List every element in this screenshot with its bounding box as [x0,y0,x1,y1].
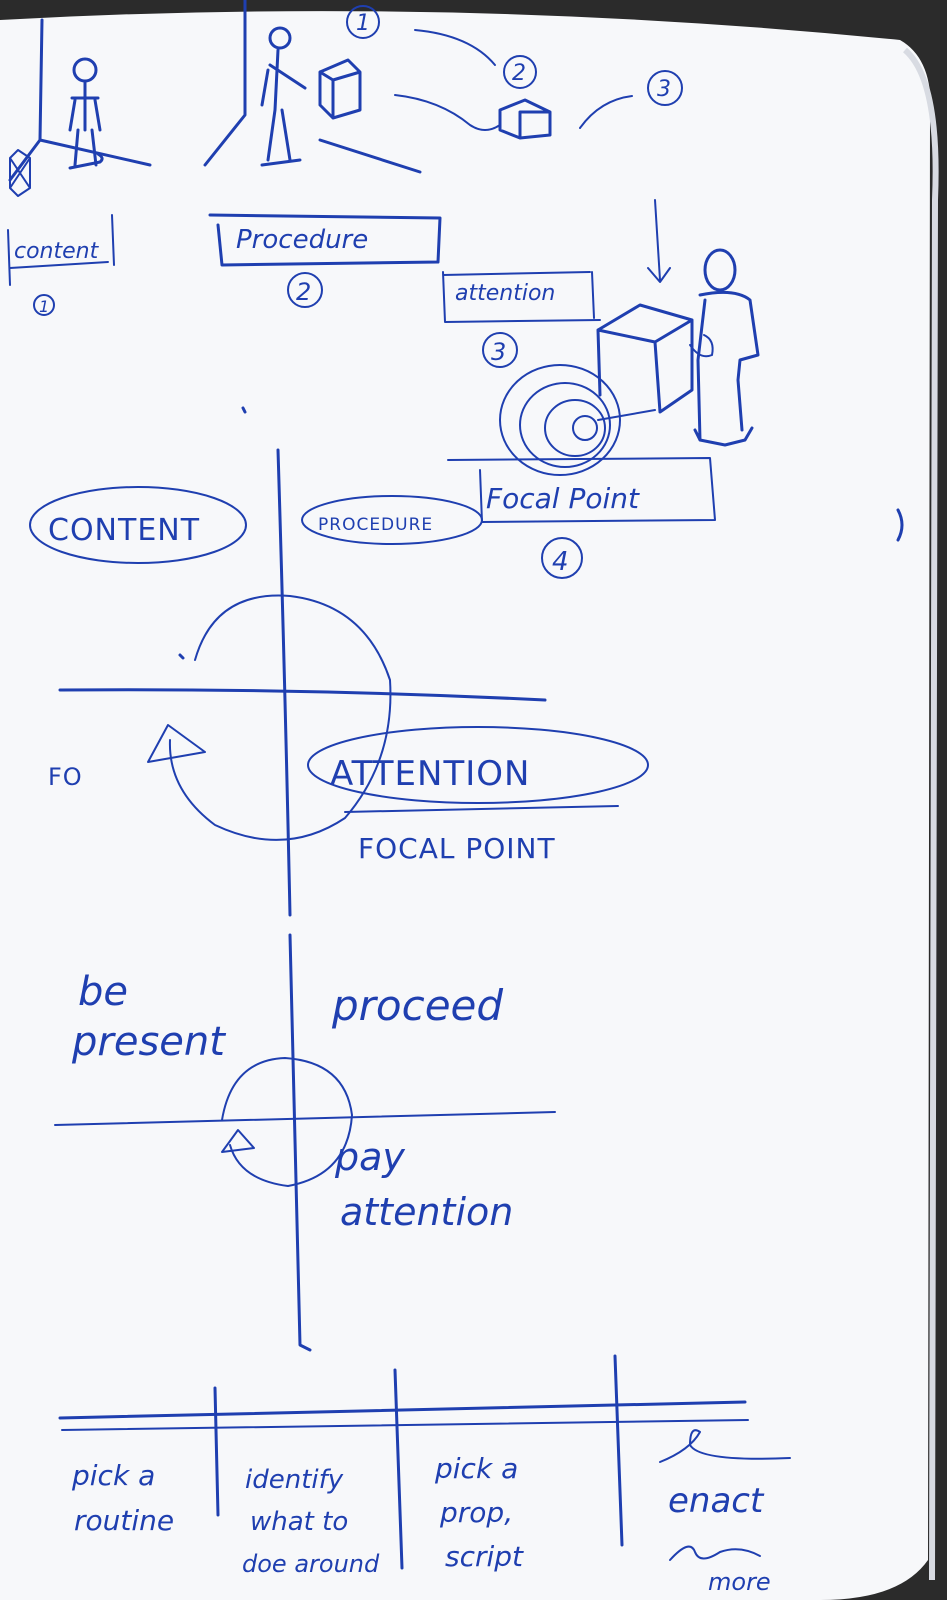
step-number-circle-1: 1 [346,5,380,39]
horizontal-axis-2 [54,1111,556,1126]
table-col-2-line-2: what to [250,1507,348,1537]
table-column-divider-3 [613,1354,624,1547]
step-number-circle-3: 3 [647,70,683,106]
bottom-table: pick a routine identify what to doe arou… [58,1354,791,1596]
ink-dot-2 [178,653,185,660]
quadrant-focal-point-label: FOCAL POINT [358,832,556,865]
margin-bracket [896,508,904,542]
horizontal-axis-1 [58,688,547,702]
cycle-circle-2 [221,1057,353,1187]
table-col-3-line-1: pick a [434,1452,518,1485]
label-attention: attention 3 [442,271,601,368]
attention-oval [307,726,649,804]
quadrant-diagram-1: CONTENT PROCEDURE FO ATTENTION FOCAL POI… [29,448,649,917]
label-attention-text: attention [455,281,555,306]
label-attention-number: 3 [491,338,506,366]
label-procedure-number: 2 [296,278,311,306]
table-col-2-line-3: doe around [242,1550,380,1578]
table-col-4-scribble-2 [669,1545,761,1561]
cycle-circle-1 [168,594,392,841]
table-top-rule-2 [61,1419,749,1431]
paper-edge-shadow [902,47,939,1581]
table-col-2-line-1: identify [245,1465,344,1495]
table-col-4-line-3: more [708,1568,771,1596]
quadrant-procedure-label: PROCEDURE [318,515,433,535]
procedure-oval [301,495,483,545]
label-focal-point-number: 4 [552,547,569,577]
label-focal-point-text: Focal Point [486,482,640,515]
cycle-arrowhead-2 [221,1129,255,1153]
table-col-4-scribble-1 [659,1429,791,1463]
step-number-1: 1 [356,11,370,36]
step-number-3: 3 [657,77,671,102]
table-col-4-line-1: enact [668,1481,765,1521]
label-procedure: Procedure 2 [208,213,442,308]
label-focal-point: Focal Point 4 [447,457,716,579]
content-oval [29,486,247,564]
small-box-sketch [498,98,552,140]
quadrant-content-label: CONTENT [48,513,200,548]
label-procedure-text: Procedure [236,225,368,255]
vertical-axis-2 [288,933,312,1352]
cycle-arrowhead-1 [147,724,206,763]
table-col-1-line-1: pick a [71,1459,155,1492]
label-content-text: content [14,239,100,264]
room-figure-2 [203,0,422,174]
flow-curve-3 [579,95,633,129]
table-col-3-line-2: prop, [439,1496,513,1529]
paper-sheet [0,11,931,1600]
quadrant-attention-label: ATTENTION [330,754,530,794]
table-top-rule [58,1400,747,1420]
step-number-circle-2: 2 [503,55,537,89]
proceed-label: proceed [331,981,503,1030]
label-content-number: 1 [39,297,49,316]
table-col-1-line-2: routine [74,1504,174,1537]
label-content: content 1 [7,214,115,316]
step-number-2: 2 [512,61,526,86]
flow-curve-1 [414,29,496,66]
pay-attention-line-1: pay [334,1135,405,1179]
room-figure-1 [8,18,152,197]
vertical-axis-1 [276,448,292,917]
flow-curve-2 [394,94,501,131]
quadrant-fo-label: FO [48,763,83,791]
be-present-line-1: be [78,969,128,1015]
quadrant-diagram-2: be present proceed pay attention [54,933,556,1352]
table-col-3-line-3: script [445,1540,524,1573]
table-column-divider-2 [393,1368,404,1570]
pay-attention-line-2: attention [340,1190,513,1234]
be-present-line-2: present [71,1019,226,1065]
figure-with-cart [499,199,760,476]
ink-dot [241,406,247,414]
table-column-divider-1 [213,1386,220,1517]
underline [344,805,619,813]
